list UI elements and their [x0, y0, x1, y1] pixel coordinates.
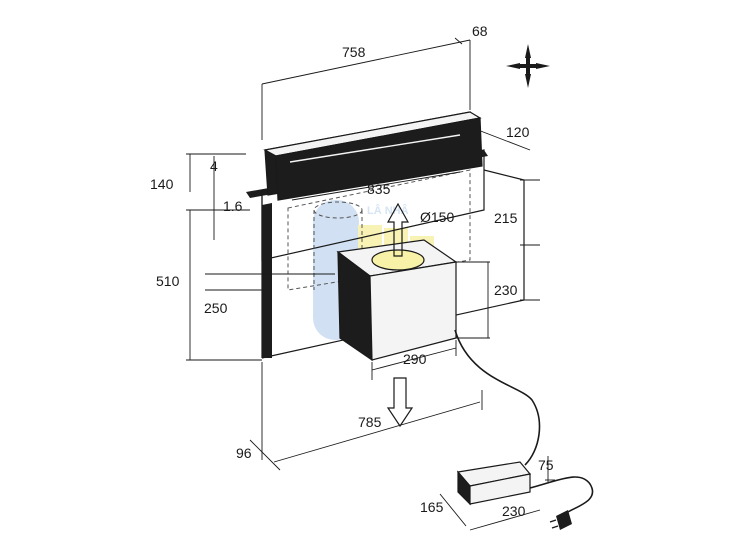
dim-835-label: 835 [367, 181, 391, 197]
airflow-down-arrow-icon [386, 377, 414, 428]
airflow-up-arrow-icon [386, 202, 410, 257]
back-plate-shadow [262, 203, 272, 358]
compass-cross-icon [506, 44, 550, 88]
dim-box-165-label: 165 [420, 499, 444, 515]
dimension-labels: 758 68 120 140 4 1.6 835 Ø150 215 510 25… [150, 23, 554, 519]
dim-510-label: 510 [156, 273, 180, 289]
dim-96-label: 96 [236, 445, 252, 461]
dim-120-label: 120 [506, 124, 530, 140]
dim-68-label: 68 [472, 23, 488, 39]
dimension-lines [186, 37, 555, 531]
dim-1-6-label: 1.6 [223, 198, 243, 214]
dim-motor-230-label: 230 [494, 282, 518, 298]
control-box [456, 461, 532, 506]
watermark-text: LÂ NHÂ [367, 204, 409, 217]
dim-4-label: 4 [210, 158, 218, 174]
dim-140-label: 140 [150, 176, 174, 192]
dim-box-230-label: 230 [502, 503, 526, 519]
motor-box [336, 239, 458, 362]
plug-cable [529, 476, 594, 513]
dim-duct-150-label: Ø150 [420, 209, 454, 225]
dim-290-label: 290 [403, 351, 427, 367]
power-plug-icon [549, 510, 572, 530]
dim-215-label: 215 [494, 210, 518, 226]
dim-box-75-label: 75 [538, 457, 554, 473]
power-cable [454, 329, 541, 466]
dim-785-label: 785 [358, 414, 382, 430]
dim-758-label: 758 [342, 44, 366, 60]
dim-250-label: 250 [204, 300, 228, 316]
glass-panel [263, 111, 483, 201]
